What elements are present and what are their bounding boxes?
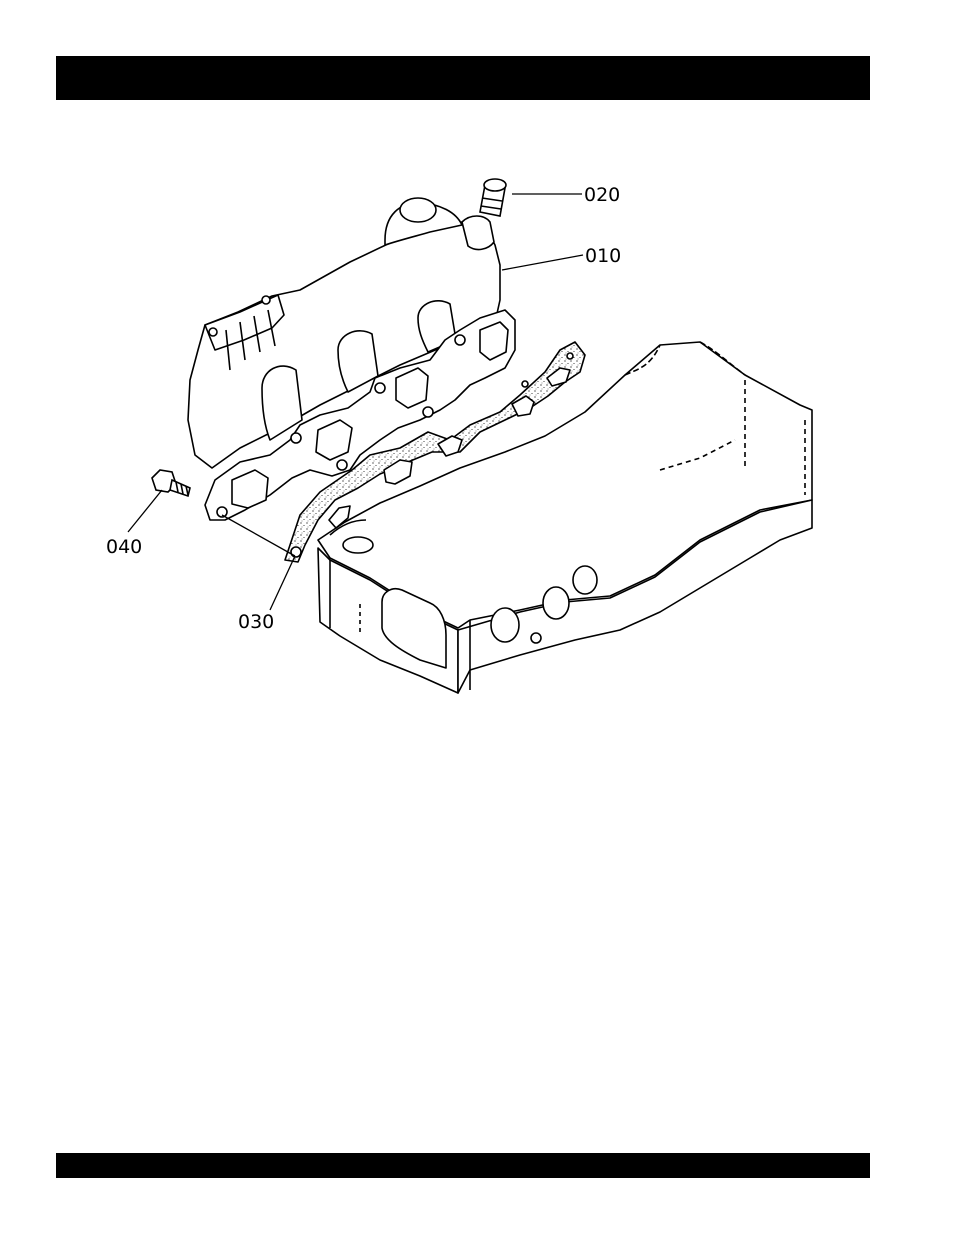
plug [480,179,506,216]
callout-010: 010 [585,245,621,267]
bolt [152,470,190,496]
footer-bar [56,1153,870,1178]
leader-010 [502,255,583,270]
callout-020: 020 [584,184,620,206]
leader-030b [222,515,295,556]
callout-030: 030 [238,611,274,633]
leader-040 [128,490,162,532]
leader-030 [270,556,295,610]
callout-040: 040 [106,536,142,558]
